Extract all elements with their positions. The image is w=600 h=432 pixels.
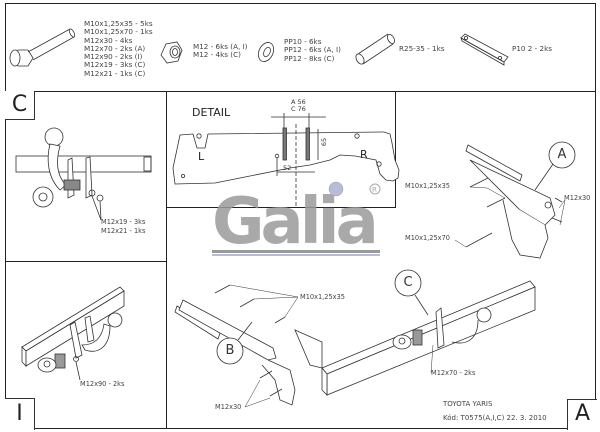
dim-a: A 56 (291, 98, 306, 106)
logo-text: Galia (212, 185, 375, 259)
bolt-item: M12x19 - 3ks (C) (84, 60, 146, 70)
label-top-m10-35: M10x1,25x35 (405, 182, 450, 190)
bolt-item: M12x90 - 2ks (I) (84, 52, 143, 62)
bolt-icon (9, 28, 76, 67)
panel-c-towbar-drawing (15, 127, 152, 221)
detail-border (166, 91, 396, 208)
panel-c-corner-label: C (5, 91, 35, 120)
washer-item: PP12 - 6ks (A, I) (284, 45, 341, 55)
washer-item: PP12 - 8ks (C) (284, 53, 335, 63)
nut-icon (160, 41, 183, 64)
bolt-list: M10x1,25x35 - 5ks M10x1,25x70 - 1ks M12x… (84, 19, 153, 78)
callout-b: B (225, 343, 235, 358)
panel-c-label-2: M12x21 - 1ks (101, 227, 146, 235)
vehicle-name: TOYOTA YARIS (443, 400, 493, 408)
plate-label: P10 2 - 2ks (512, 44, 552, 53)
callout-a: A (557, 147, 567, 162)
parts-strip-border (5, 3, 596, 92)
bolt-item: M12x21 - 1ks (C) (84, 68, 146, 78)
nut-item: M12 - 6ks (A, I) (193, 42, 248, 51)
bolt-item: M10x1,25x35 - 5ks (84, 19, 153, 28)
detail-left-label: L (198, 150, 205, 163)
washer-item: PP10 - 6ks (284, 37, 322, 46)
logo-dot (328, 181, 344, 197)
detail-right-label: R (360, 148, 368, 161)
panel-c-label-1: M12x19 - 3ks (101, 218, 146, 226)
label-left-m12-30: M12x30 (215, 403, 242, 411)
svg-text:R: R (372, 186, 377, 194)
panel-i-border (5, 261, 167, 429)
main-corner-label: A (567, 399, 597, 430)
code-line: Kód: T0575(A,I,C) 22. 3. 2010 (443, 414, 547, 422)
flat-plate-icon (460, 33, 509, 66)
nut-list: M12 - 6ks (A, I) M12 - 4ks (C) (193, 42, 248, 60)
dim-offset: 52 (283, 164, 292, 172)
washer-icon (257, 42, 275, 62)
washer-list: PP10 - 6ks PP12 - 6ks (A, I) PP12 - 8ks … (284, 37, 341, 63)
panel-i-towbar-drawing (21, 286, 125, 381)
label-m12-70: M12x70 - 2ks (431, 369, 476, 377)
label-left-m10-35: M10x1,25x35 (300, 293, 345, 301)
bolt-item: M12x70 - 2ks (A) (84, 43, 146, 53)
detail-title: DETAIL (192, 106, 231, 119)
label-top-m10-70: M10x1,25x70 (405, 234, 450, 242)
callout-c: C (403, 275, 413, 290)
detail-bracket-drawing (172, 113, 400, 208)
main-exploded-drawing (174, 141, 576, 408)
bolt-item: M12x30 - 4ks (84, 35, 133, 45)
label-top-m12-30: M12x30 (564, 194, 591, 202)
panel-i-label: M12x90 - 2ks (80, 380, 125, 388)
nut-item: M12 - 4ks (C) (193, 50, 241, 60)
galia-logo: Galia R (212, 181, 381, 259)
bolt-item: M10x1,25x70 - 1ks (84, 27, 153, 37)
registered-mark-icon (369, 183, 381, 195)
tube-label: R25-35 - 1ks (399, 44, 445, 53)
dim-c: C 76 (291, 105, 306, 113)
panel-i-corner-label: I (5, 398, 35, 430)
tube-icon (355, 33, 396, 65)
dim-height: 65 (320, 137, 329, 147)
main-bolts (214, 177, 563, 397)
